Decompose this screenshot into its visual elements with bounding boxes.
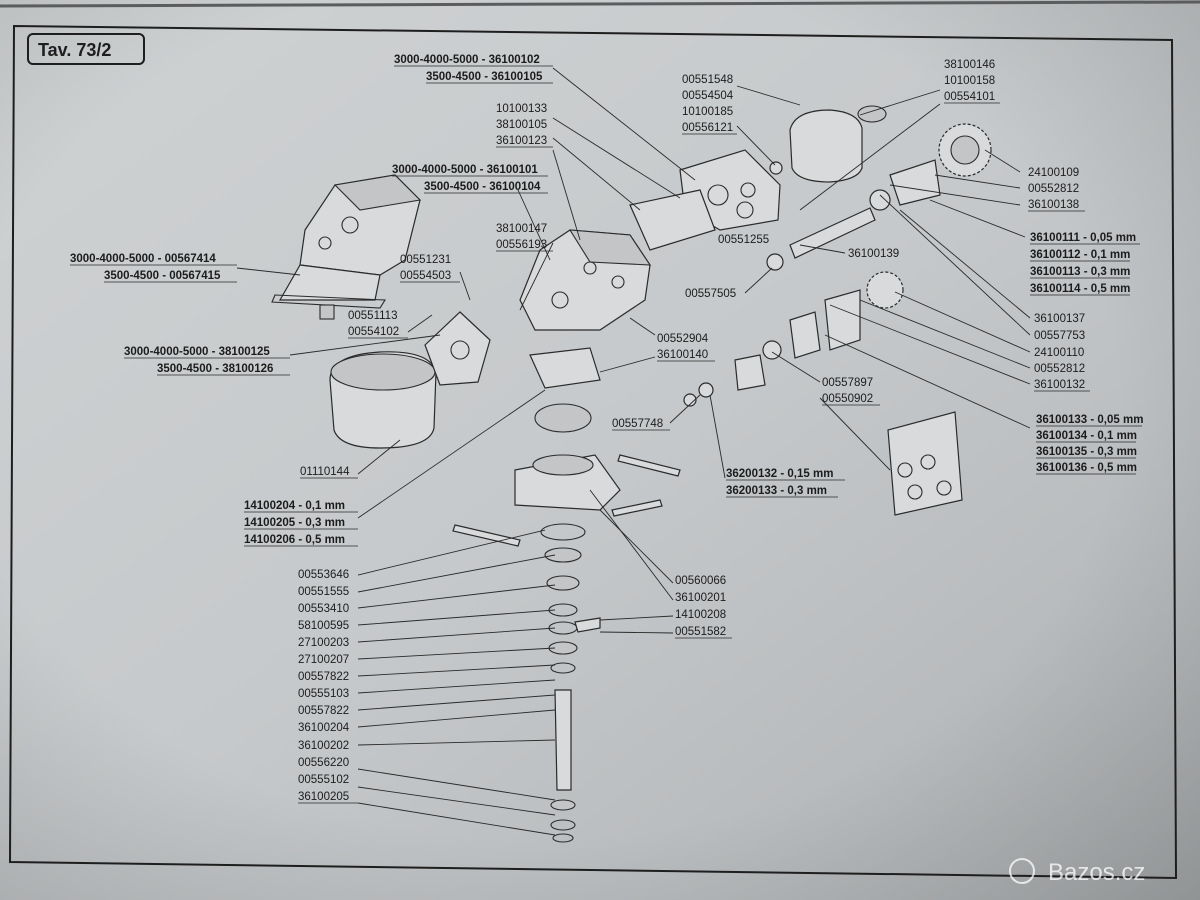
label-l21: 00554504 [682, 90, 734, 102]
label-l24: 38100146 [944, 59, 995, 71]
label-l58: 58100595 [298, 620, 349, 632]
label-l63: 00557822 [298, 705, 349, 717]
label-l31: 36100139 [848, 248, 899, 260]
label-l23: 00556121 [682, 122, 733, 134]
label-l26: 00554101 [944, 91, 995, 103]
label-l71: 14100208 [675, 609, 726, 621]
label-l25: 10100158 [944, 75, 995, 87]
right-gears-drawing [683, 123, 992, 516]
label-l61: 00557822 [298, 671, 349, 683]
table-tag-box [27, 33, 145, 65]
watermark-text: Bazos.cz [1048, 859, 1145, 886]
label-l40: 00552812 [1034, 363, 1085, 375]
label-l34: 36100113 - 0,3 mm [1030, 266, 1130, 278]
watermark-logo-icon [1009, 858, 1035, 884]
label-l42: 00557897 [822, 377, 873, 389]
right-cover-drawing [629, 105, 887, 251]
label-l29: 36100138 [1028, 199, 1079, 211]
label-l19: 36100140 [657, 349, 708, 361]
label-l44: 36100133 - 0,05 mm [1036, 414, 1143, 426]
label-l46: 36100135 - 0,3 mm [1036, 446, 1137, 458]
label-l12: 00551231 [400, 254, 451, 266]
page-frame [8, 24, 1178, 880]
label-l47: 36100136 - 0,5 mm [1036, 462, 1137, 474]
label-l55: 00553646 [298, 569, 349, 581]
label-l27: 24100109 [1028, 167, 1079, 179]
label-l65: 36100202 [298, 740, 349, 752]
label-l38: 00557753 [1034, 330, 1085, 342]
leader-lines [236, 67, 1031, 836]
label-l51: 01110144 [300, 466, 350, 478]
label-l67: 00555102 [298, 774, 349, 786]
label-l1: 3000-4000-5000 - 36100102 [394, 54, 540, 66]
label-l15: 00554102 [348, 326, 399, 338]
label-l18: 00552904 [657, 333, 709, 345]
center-housing-drawing [519, 229, 652, 331]
label-l60: 27100207 [298, 654, 349, 666]
label-l52: 14100204 - 0,1 mm [244, 500, 345, 512]
label-l13: 00554503 [400, 270, 451, 282]
label-l32: 36100111 - 0,05 mm [1030, 232, 1136, 244]
label-l10: 3000-4000-5000 - 00567414 [70, 253, 216, 265]
label-l45: 36100134 - 0,1 mm [1036, 430, 1137, 442]
label-l68: 36100205 [298, 791, 349, 803]
label-l53: 14100205 - 0,3 mm [244, 517, 345, 529]
label-l72: 00551582 [675, 626, 726, 638]
label-l4: 38100105 [496, 119, 547, 131]
label-l50: 36200133 - 0,3 mm [726, 485, 827, 497]
label-l37: 36100137 [1034, 313, 1085, 325]
label-l64: 36100204 [298, 722, 350, 734]
label-l9: 00556193 [496, 239, 547, 251]
part-labels: 3000-4000-5000 - 36100102 3500-4500 - 36… [70, 54, 1143, 804]
label-l3: 10100133 [496, 103, 547, 115]
label-l39: 24100110 [1034, 347, 1084, 359]
label-l35: 36100114 - 0,5 mm [1030, 283, 1130, 295]
label-l7: 3500-4500 - 36100104 [424, 181, 541, 193]
label-l28: 00552812 [1028, 183, 1079, 195]
label-l49: 36200132 - 0,15 mm [726, 468, 833, 480]
label-l11: 3500-4500 - 00567415 [104, 270, 221, 282]
label-l30: 00551255 [718, 234, 769, 246]
label-l48: 00557748 [612, 418, 663, 430]
label-l62: 00555103 [298, 688, 349, 700]
page-edge-top [0, 0, 1200, 8]
label-l8: 38100147 [496, 223, 547, 235]
label-l5: 36100123 [496, 135, 547, 147]
label-l41: 36100132 [1034, 379, 1085, 391]
table-tag: Tav. 73/2 [38, 40, 111, 60]
label-l43: 00550902 [822, 393, 873, 405]
label-l20: 00551548 [682, 74, 733, 86]
left-housing-drawing [271, 174, 422, 320]
vertical-stack-drawing [452, 347, 681, 843]
label-l17: 3500-4500 - 38100126 [157, 363, 273, 375]
label-l59: 27100203 [298, 637, 349, 649]
label-l36: 00557505 [685, 288, 736, 300]
cover-flange-drawing [329, 311, 491, 449]
label-l56: 00551555 [298, 586, 349, 598]
label-l22: 10100185 [682, 106, 733, 118]
label-l14: 00551113 [348, 310, 397, 322]
label-l70: 36100201 [675, 592, 726, 604]
label-l69: 00560066 [675, 575, 726, 587]
label-l57: 00553410 [298, 603, 349, 615]
label-l16: 3000-4000-5000 - 38100125 [124, 346, 270, 358]
label-l2: 3500-4500 - 36100105 [426, 71, 543, 83]
label-l66: 00556220 [298, 757, 349, 769]
label-l6: 3000-4000-5000 - 36100101 [392, 164, 538, 176]
label-l33: 36100112 - 0,1 mm [1030, 249, 1130, 261]
label-l54: 14100206 - 0,5 mm [244, 534, 345, 546]
watermark: Bazos.cz [1009, 858, 1145, 886]
